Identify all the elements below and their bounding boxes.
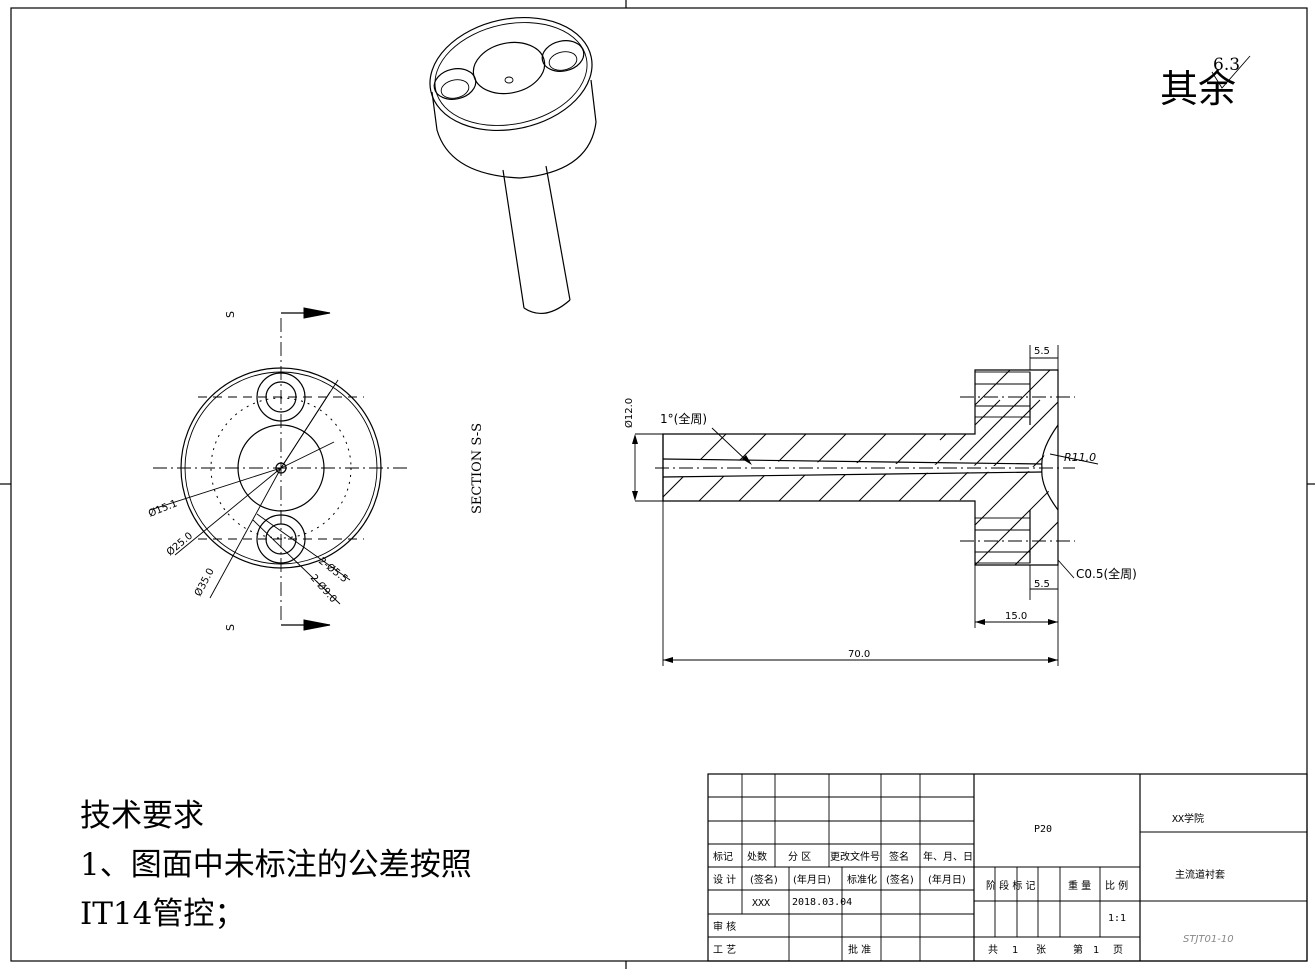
tb-design-date: (年月日) xyxy=(793,873,831,886)
front-view: S S Ø15.1 Ø25.0 Ø35.0 2-Ø5.5 2-Ø9.0 xyxy=(147,307,409,631)
tb-design-sign: (签名) xyxy=(750,873,778,886)
tb-school: XX学院 xyxy=(1172,812,1204,825)
dim-taper: 1°(全周) xyxy=(660,411,707,426)
drawing-border xyxy=(10,7,1308,962)
tb-designer-date: 2018.03.04 xyxy=(792,897,852,908)
dim-chamfer: C0.5(全周) xyxy=(1076,566,1137,581)
tb-part-name: 主流道衬套 xyxy=(1175,868,1225,881)
tb-design: 设 计 xyxy=(713,873,736,886)
tb-scale-value: 1:1 xyxy=(1108,913,1126,924)
tb-total: 1 xyxy=(1012,945,1018,956)
section-mark-bottom: S xyxy=(224,624,237,631)
surface-finish-label: 其余 xyxy=(1160,67,1236,111)
notes-title: 技术要求 xyxy=(80,798,204,834)
tb-review: 审 核 xyxy=(713,920,736,933)
notes-line2: IT14管控； xyxy=(80,896,245,932)
isometric-view xyxy=(429,16,597,315)
tb-total-unit: 张 xyxy=(1036,944,1046,956)
dim-length: 70.0 xyxy=(848,649,870,660)
tb-process: 工 艺 xyxy=(713,944,736,956)
dim-d35: Ø35.0 xyxy=(192,566,217,598)
tb-header-mark: 标记 xyxy=(713,851,733,863)
tb-page-unit: 页 xyxy=(1113,944,1123,956)
title-block: 标记 处数 分 区 更改文件号 签名 年、月、日 设 计 (签名) (年月日) … xyxy=(707,773,1308,962)
tb-weight: 重 量 xyxy=(1068,879,1091,892)
dim-d25: Ø25.0 xyxy=(164,530,195,559)
tb-header-sign: 签名 xyxy=(889,850,909,863)
dim-r11: R11.0 xyxy=(1064,451,1096,464)
dim-cb-bottom: 5.5 xyxy=(1034,579,1050,590)
notes-line1: 1、图面中未标注的公差按照 xyxy=(80,847,472,883)
dim-flange: 15.0 xyxy=(1005,611,1027,622)
tb-page: 1 xyxy=(1093,945,1099,956)
surface-finish-value: 6.3 xyxy=(1213,55,1240,75)
dim-cb-top: 5.5 xyxy=(1034,346,1050,357)
tb-stage-mark: 阶 段 标 记 xyxy=(986,879,1036,892)
tb-designer-name: XXX xyxy=(752,898,770,909)
tb-header-change-doc: 更改文件号 xyxy=(830,850,880,863)
tb-std-sign: (签名) xyxy=(886,873,914,886)
section-label: SECTION S-S xyxy=(470,423,485,514)
tb-approve: 批 准 xyxy=(848,943,871,956)
roughness-symbol-icon xyxy=(1211,55,1251,89)
tb-header-zone: 分 区 xyxy=(788,851,811,863)
tb-std-date: (年月日) xyxy=(928,873,966,886)
tb-scale-label: 比 例 xyxy=(1105,879,1128,892)
surface-finish-note: 其余 6.3 xyxy=(1160,55,1251,111)
tb-page-prefix: 第 xyxy=(1073,943,1083,956)
tb-header-count: 处数 xyxy=(747,850,767,863)
tb-drawing-number: STJT01-10 xyxy=(1183,934,1234,945)
tb-total-prefix: 共 xyxy=(988,944,998,956)
dim-d15: Ø15.1 xyxy=(147,497,179,519)
section-view: Ø12.0 1°(全周) R11.0 C0.5(全周) 5.5 5.5 15.0… xyxy=(623,345,1137,666)
dim-d12: Ø12.0 xyxy=(623,398,635,428)
section-mark-top: S xyxy=(224,311,237,318)
technical-notes: 技术要求 1、图面中未标注的公差按照 IT14管控； xyxy=(80,798,472,932)
tb-material: P20 xyxy=(1034,824,1052,835)
tb-standardization: 标准化 xyxy=(847,873,877,886)
tb-header-date: 年、月、日 xyxy=(923,850,973,863)
